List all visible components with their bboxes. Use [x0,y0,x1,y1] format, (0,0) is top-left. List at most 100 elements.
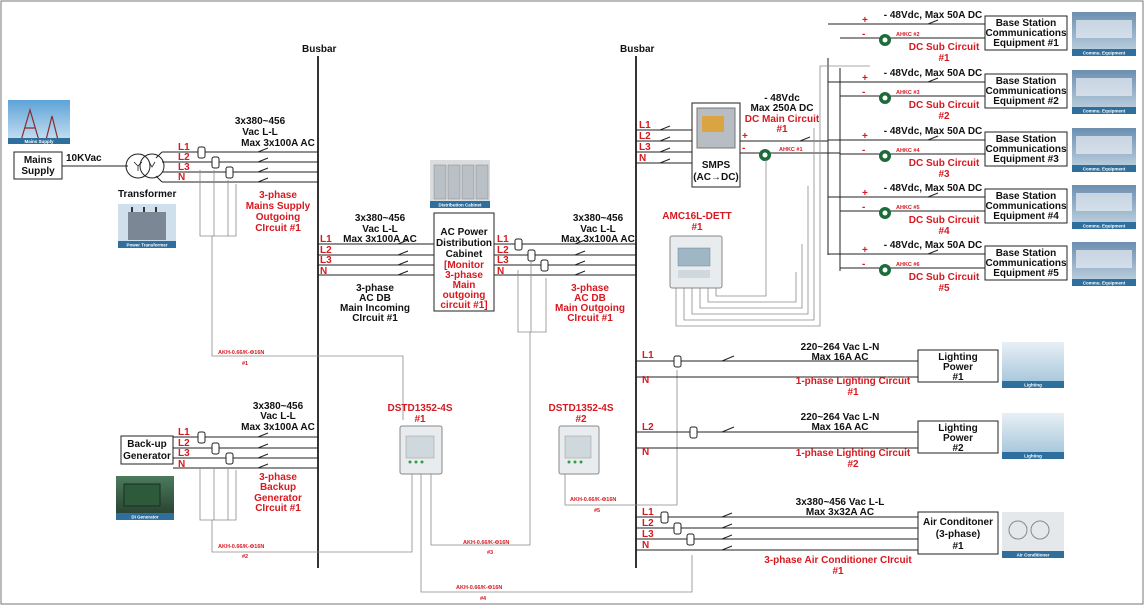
mains-voltage: 10KVac [66,153,102,164]
lighting-2-photo: Lighting [1002,413,1064,459]
aircon-load-2: (3-phase) [936,529,980,540]
dc-sub-4-photo-band [1072,222,1136,229]
backup-spec-3: Max 3x100A AC [241,422,315,433]
dc-sub-5-spec: - 48Vdc, Max 50A DC [884,240,983,251]
lighting-2-box [917,420,999,454]
mains-breakers [257,147,269,183]
backup-phase-l3: L3 [178,448,190,459]
mains-spec-1: 3x380~456 [235,116,286,127]
transformer-photo-caption: Power Transformer [126,243,167,248]
mains-phase-l1: L1 [178,142,190,153]
dc-sub-3-equipment-label-2: Communications [985,144,1067,155]
lighting-2-neutral: N [642,447,649,458]
cabinet-note-2: 3-phase [445,270,483,281]
dc-sub-3-photo-caption: Commu. Equipment [1083,167,1126,172]
dc-sub-3-equipment-label-3: Equipment #3 [993,154,1059,165]
sensor-3-num: #3 [487,550,493,556]
backup-generator-box [120,435,174,465]
aircon-l2: L2 [642,518,654,529]
dc-sub-4-ahkc: AHKC #5 [896,205,920,211]
lighting-2-load-1: Lighting [938,423,977,434]
dc-sub-2-plus: + [862,73,868,84]
dc-sub-4-equipment-label-2: Communications [985,201,1067,212]
dc-sub-3-minus: - [862,145,865,156]
dc-sub-2-photo-band [1072,107,1136,114]
dc-sub-2-spec: - 48Vdc, Max 50A DC [884,68,983,79]
acdb-in-l1: L1 [320,234,332,245]
dc-sub-5-plus: + [862,245,868,256]
backup-circuit-3: Generator [254,493,302,504]
acdb-out-spec-1: 3x380~456 [573,213,624,224]
acdb-ct-l1 [514,238,523,251]
backup-label-1: Back-up [127,439,166,450]
mains-supply-label-2: Supply [21,166,55,177]
dc-sub-3-photo-band [1072,165,1136,172]
monitor-2-num: #2 [575,414,587,425]
dc-sub-2-photo-rack [1076,78,1132,96]
lighting-1-spec-2: Max 16A AC [811,352,868,363]
amc16l-meter [669,235,723,289]
acdb-ct-l2 [527,249,536,262]
lighting-1-load-3: #1 [952,372,964,383]
cabinet-label-2: Distribution [436,238,492,249]
smps-photo [696,107,736,149]
aircon-l3: L3 [642,529,654,540]
dc-sub-2-ahkc: AHKC #3 [896,90,920,96]
sensor-5-label: AKH-0.66/K-Φ16N [570,497,616,503]
lighting-1-lines [636,355,918,378]
dc-sub-5-equipment-box [984,245,1068,281]
aircon-lines [636,512,918,551]
dc-sub-4-plus: + [862,188,868,199]
aircon-photo: Air Conditioner [1002,512,1064,558]
lighting-2-phase: L2 [642,422,654,433]
mains-ct-l1 [197,146,206,159]
acdb-in-l2: L2 [320,245,332,256]
backup-phase-n: N [178,459,185,470]
dc-sub-5-equipment-label-2: Communications [985,258,1067,269]
sensor-5-num: #5 [594,508,600,514]
acdb-out-l3: L3 [497,255,509,266]
aircon-l1: L1 [642,507,654,518]
dc-sub-4-equipment-label-1: Base Station [996,191,1057,202]
backup-ct-l1 [197,431,206,444]
dc-sub-2-equipment-box [984,73,1068,109]
acdb-incoming-2: AC DB [359,293,391,304]
dc-main-num: #1 [776,124,788,135]
dc-sub-2-minus: - [862,87,865,98]
dc-sub-2-equipment-label-3: Equipment #2 [993,96,1059,107]
mains-supply-photo: Mains Supply [8,100,70,145]
dc-sub-3-equipment-label-1: Base Station [996,134,1057,145]
dc-main-spec-1: - 48Vdc [764,93,800,104]
dc-sub-1-photo-caption: Commu. Equipment [1083,51,1126,56]
lighting-2-circuit: 1-phase Lighting Circuit [796,448,911,459]
dc-main-plus: + [742,131,748,142]
lighting-1-phase: L1 [642,350,654,361]
transformer-label: Transformer [118,189,176,200]
monitor-2-name: DSTD1352-4S [548,403,613,414]
lighting-2-ct [689,426,698,439]
smps-phase-lines [636,125,692,164]
dc-sub-5-equipment-label-1: Base Station [996,248,1057,259]
lighting-1-circuit: 1-phase Lighting Circuit [796,376,911,387]
dc-sub-3-sensor-core [882,153,888,159]
mains-circuit-1: 3-phase [259,190,297,201]
dc-sub-2-equipment-label-1: Base Station [996,76,1057,87]
acdb-out-spec-2: Vac L-L [580,224,616,235]
acdb-incoming-3: Main Incoming [340,303,410,314]
dc-sub-5-minus: - [862,259,865,270]
aircon-ct-l1 [660,511,669,524]
mains-phase-l3: L3 [178,162,190,173]
ac-distribution-cabinet-box [433,212,495,312]
sensor-4-num: #4 [480,596,487,602]
acdb-in-spec-1: 3x380~456 [355,213,406,224]
dstd-monitor-1 [399,425,443,475]
mains-phase-l2: L2 [178,152,190,163]
dc-sub-4-photo-rack [1076,193,1132,211]
backup-label-2: Generator [123,451,171,462]
mains-phase-n: N [178,172,185,183]
aircon-num: #1 [832,566,844,577]
dc-main-breaker [799,136,811,142]
dc-sub-2-sensor-core [882,95,888,101]
